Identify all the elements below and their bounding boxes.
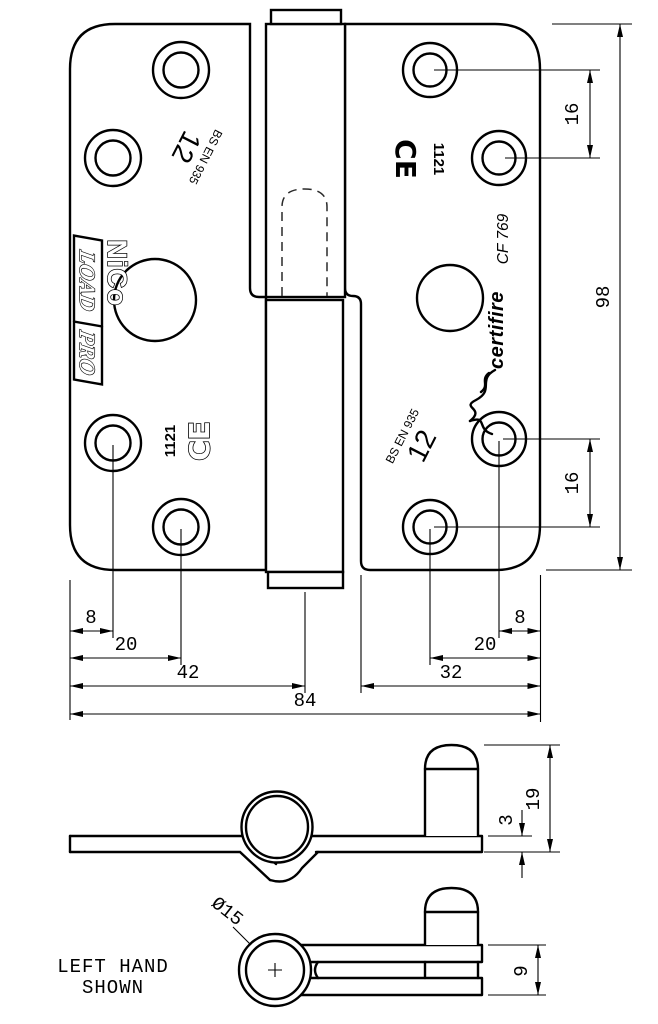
lift-pin-plan: [423, 886, 480, 945]
dim-bottom-16-label: 16: [562, 472, 584, 495]
dim-pin-19-label: 19: [523, 788, 545, 811]
pin-top-cap: [269, 8, 343, 26]
cert-ref-text: CF 769: [495, 213, 512, 264]
plan-view: Ø15 9 LEFT HAND SHOWN: [57, 886, 546, 1008]
certifire-flame-icon: [468, 368, 497, 436]
large-hole-left: [112, 257, 198, 343]
large-hole-right: [415, 263, 485, 333]
cert-name-text: certifire: [486, 291, 508, 369]
loadpro-word1: LOAD: [75, 248, 100, 313]
loadpro-word2: PRO: [75, 328, 100, 377]
dim-right-8-label: 8: [514, 607, 525, 629]
certifire-ref: CF 769: [495, 213, 512, 264]
loadpro-logo: LOAD PRO: [72, 234, 104, 386]
dim-left-20-label: 20: [115, 634, 138, 656]
dimensions-side: 3 19: [484, 744, 560, 878]
brand-nico: NiCo: [101, 239, 133, 308]
front-view: BS EN 935 12 1121 CE NiCo LOAD PRO 1121 …: [68, 8, 542, 590]
ce-mark-right: 1121 CE: [389, 139, 447, 179]
hand-note-line2: SHOWN: [82, 977, 144, 999]
ce-number-right: 1121: [430, 143, 447, 176]
hand-note: LEFT HAND SHOWN: [57, 956, 169, 999]
upper-knuckle: [264, 22, 347, 299]
hidden-pin-outline: [281, 188, 328, 296]
dim-thickness-3-label: 3: [496, 814, 518, 825]
dim-left-42-label: 42: [177, 662, 200, 684]
dim-right-32-label: 32: [440, 662, 463, 684]
dim-height-98-label: 98: [593, 286, 615, 309]
lower-knuckle: [264, 298, 345, 574]
dim-top-16-label: 16: [562, 103, 584, 126]
ce-logo-right-icon: CE: [389, 139, 422, 179]
certifire-label: certifire: [486, 291, 508, 369]
ce-number-left: 1121: [162, 425, 179, 458]
dimensions-front: 8 20 42 84 8 20 32 16 16 98: [69, 23, 632, 722]
screw-holes-left: [83, 40, 211, 557]
dimensions-plan: 9: [488, 944, 546, 996]
ce-logo-left-icon: CE: [183, 421, 216, 461]
hand-note-line1: LEFT HAND: [57, 956, 169, 978]
dim-left-8-label: 8: [85, 607, 96, 629]
brand-nico-text: NiCo: [102, 240, 132, 307]
lift-pin-side: [423, 743, 480, 836]
dim-gap-9-label: 9: [511, 965, 533, 976]
dim-overall-84-label: 84: [294, 690, 317, 712]
screw-holes-right: [401, 41, 528, 556]
pin-bottom-cap: [266, 570, 345, 590]
dim-knuckle-dia-label: Ø15: [207, 892, 248, 930]
dim-right-20-label: 20: [474, 634, 497, 656]
ce-mark-left: 1121 CE: [162, 420, 217, 461]
center-mark: [268, 963, 282, 977]
side-view: 3 19: [68, 743, 560, 883]
